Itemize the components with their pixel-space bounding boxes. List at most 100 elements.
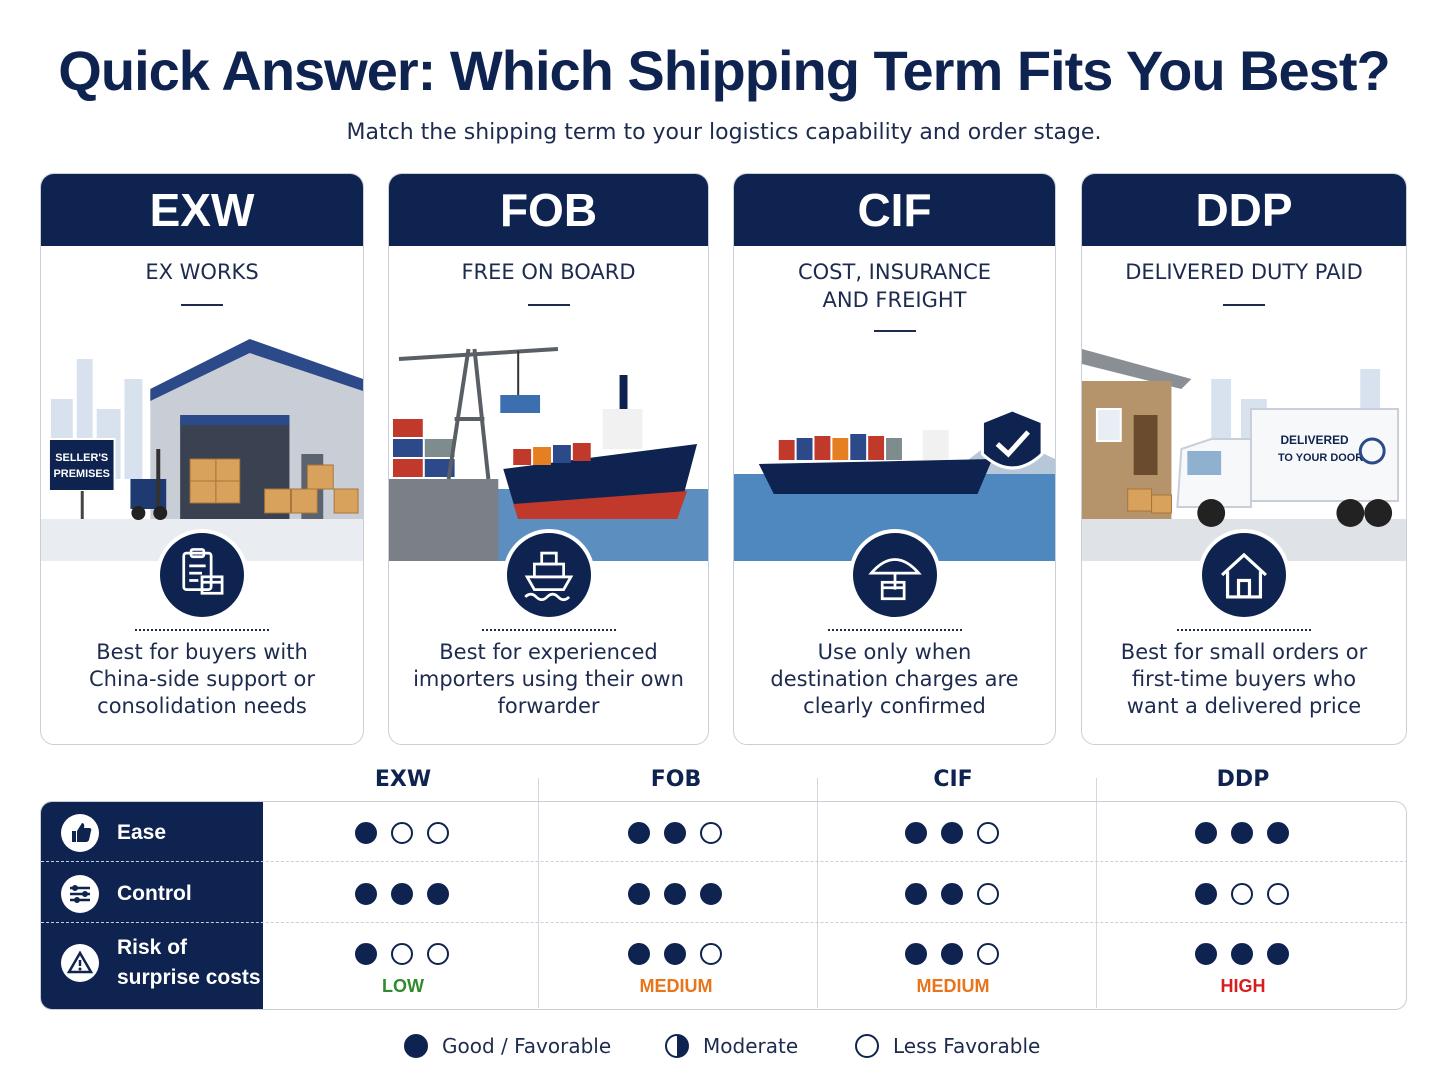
umbrella-box-icon (848, 529, 941, 621)
filled-dot-icon (355, 822, 377, 844)
filled-dot-icon (664, 822, 686, 844)
filled-dot-icon (1195, 943, 1217, 965)
filled-dot-icon (628, 943, 650, 965)
rating-dots (355, 943, 449, 965)
empty-dot-icon (977, 943, 999, 965)
col-divider-1 (538, 778, 539, 1008)
row-label-risk-text: Risk of surprise costs (117, 933, 261, 993)
empty-dot-icon (700, 822, 722, 844)
ship-icon (502, 529, 595, 621)
rating-dots (628, 943, 722, 965)
empty-dot-icon (391, 822, 413, 844)
empty-dot-icon (427, 943, 449, 965)
filled-dot-icon (391, 883, 413, 905)
risk-level-exw: LOW (382, 976, 424, 996)
page-title: Quick Answer: Which Shipping Term Fits Y… (58, 39, 1390, 102)
card-cif-description: Use only when destination charges are cl… (770, 640, 1019, 718)
card-cif: CIF COST, INSURANCE AND FREIGHT Use only… (733, 173, 1056, 745)
filled-dot-icon (664, 943, 686, 965)
risk-level-ddp: HIGH (1220, 976, 1266, 996)
card-ddp-rule (1223, 304, 1265, 306)
card-fob-code: FOB (389, 174, 708, 246)
card-ddp-code: DDP (1082, 174, 1406, 246)
card-fob-name: FREE ON BOARD (461, 260, 636, 284)
empty-dot-icon (855, 1034, 879, 1058)
row-label-risk-line1: Risk of (117, 936, 188, 959)
sliders-icon (61, 875, 99, 913)
col-head-exw: EXW (374, 767, 432, 792)
empty-dot-icon (700, 943, 722, 965)
legend-moderate: Moderate (665, 1034, 798, 1058)
filled-dot-icon (700, 883, 722, 905)
filled-dot-icon (355, 943, 377, 965)
card-fob-dots (481, 629, 616, 631)
card-exw-dots (135, 629, 269, 631)
port-ship-illustration (389, 319, 708, 561)
row-label-control: Control (61, 874, 261, 914)
half-dot-icon (665, 1034, 689, 1058)
card-ddp-name: DELIVERED DUTY PAID (1125, 260, 1363, 284)
row-label-risk: Risk of surprise costs (61, 932, 261, 994)
rating-dots (905, 822, 999, 844)
comparison-table: Ease Control Risk of surprise costs (40, 801, 1407, 1010)
empty-dot-icon (1267, 883, 1289, 905)
card-exw-rule (181, 304, 223, 306)
card-fob-rule (527, 304, 570, 306)
filled-dot-icon (628, 822, 650, 844)
legend-good-text: Good / Favorable (442, 1034, 612, 1058)
row-label-control-text: Control (117, 882, 192, 905)
legend-less: Less Favorable (855, 1034, 1040, 1058)
rating-dots (905, 943, 999, 965)
filled-dot-icon (905, 943, 927, 965)
card-exw-description: Best for buyers with China-side support … (88, 640, 316, 718)
risk-level-cif: MEDIUM (916, 976, 990, 996)
empty-dot-icon (1231, 883, 1253, 905)
filled-dot-icon (905, 822, 927, 844)
truck-text-1: DELIVERED (1280, 433, 1349, 447)
card-cif-code: CIF (734, 174, 1055, 246)
rating-dots (905, 883, 999, 905)
filled-dot-icon (905, 883, 927, 905)
card-cif-rule (873, 330, 916, 332)
warehouse-illustration: SELLER'S PREMISES (41, 319, 363, 561)
card-fob-description: Best for experienced importers using the… (413, 640, 684, 718)
page-subtitle: Match the shipping term to your logistic… (346, 120, 1102, 145)
card-ddp-dots (1177, 629, 1311, 631)
legend-moderate-text: Moderate (703, 1034, 799, 1058)
rating-dots (1195, 883, 1289, 905)
risk-level-fob: MEDIUM (639, 976, 713, 996)
card-fob: FOB FREE ON BOARD Best for experi (388, 173, 709, 745)
card-cif-name-line1: COST, INSURANCE (797, 260, 992, 284)
legend-less-text: Less Favorable (893, 1034, 1041, 1058)
rating-dots (1195, 943, 1289, 965)
card-cif-dots (827, 629, 962, 631)
empty-dot-icon (977, 883, 999, 905)
truck-text-2: TO YOUR DOOR (1278, 452, 1363, 464)
card-ddp: DDP DELIVERED DUTY PAID DELIVERED TO YOU… (1081, 173, 1407, 745)
row-separator-1 (41, 861, 1406, 862)
filled-dot-icon (628, 883, 650, 905)
filled-dot-icon (664, 883, 686, 905)
col-head-fob: FOB (650, 767, 702, 792)
clipboard-box-icon (156, 529, 248, 621)
row-separator-2 (41, 922, 1406, 923)
col-head-ddp: DDP (1216, 767, 1270, 792)
filled-dot-icon (941, 822, 963, 844)
warning-icon (61, 944, 99, 982)
rating-dots (355, 822, 449, 844)
card-exw-name: EX WORKS (145, 260, 259, 284)
house-icon (1198, 529, 1290, 621)
filled-dot-icon (355, 883, 377, 905)
filled-dot-icon (1267, 943, 1289, 965)
empty-dot-icon (977, 822, 999, 844)
row-label-ease: Ease (61, 813, 261, 853)
delivery-truck-illustration: DELIVERED TO YOUR DOOR (1082, 319, 1406, 561)
exw-sign-text: SELLER'S (55, 452, 108, 464)
row-label-risk-line2: surprise costs (117, 966, 261, 989)
filled-dot-icon (1231, 943, 1253, 965)
filled-dot-icon (1267, 822, 1289, 844)
card-cif-name-line2: AND FREIGHT (822, 288, 967, 312)
rating-dots (355, 883, 449, 905)
col-divider-2 (817, 778, 818, 1008)
empty-dot-icon (391, 943, 413, 965)
